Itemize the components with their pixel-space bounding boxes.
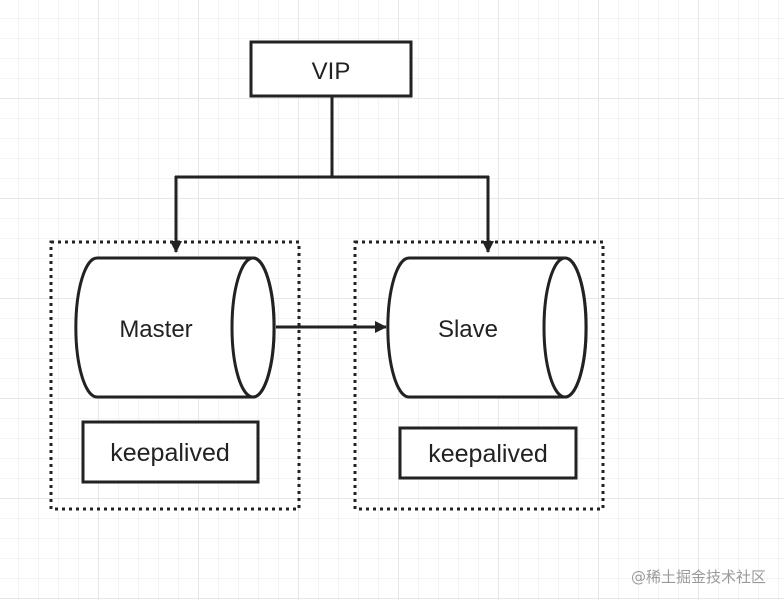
slave-keepalived-box <box>398 426 578 480</box>
vip-node: VIP <box>249 40 413 98</box>
master-keepalived-label: keepalived <box>110 439 230 467</box>
master-keepalived-box <box>81 420 260 484</box>
slave-label: Slave <box>438 316 498 343</box>
slave-keepalived-label: keepalived <box>428 440 548 468</box>
master-label: Master <box>119 316 192 343</box>
slave-group: Slave keepalived <box>353 240 605 511</box>
slave-group-border <box>353 240 605 511</box>
vip-label: VIP <box>312 58 351 85</box>
master-cylinder-icon <box>74 256 276 399</box>
slave-cylinder-icon <box>386 256 588 399</box>
master-group-border <box>49 240 301 511</box>
vip-connectors <box>170 96 494 253</box>
master-group: Master keepalived <box>49 240 301 511</box>
watermark-text: @稀土掘金技术社区 <box>631 568 766 586</box>
